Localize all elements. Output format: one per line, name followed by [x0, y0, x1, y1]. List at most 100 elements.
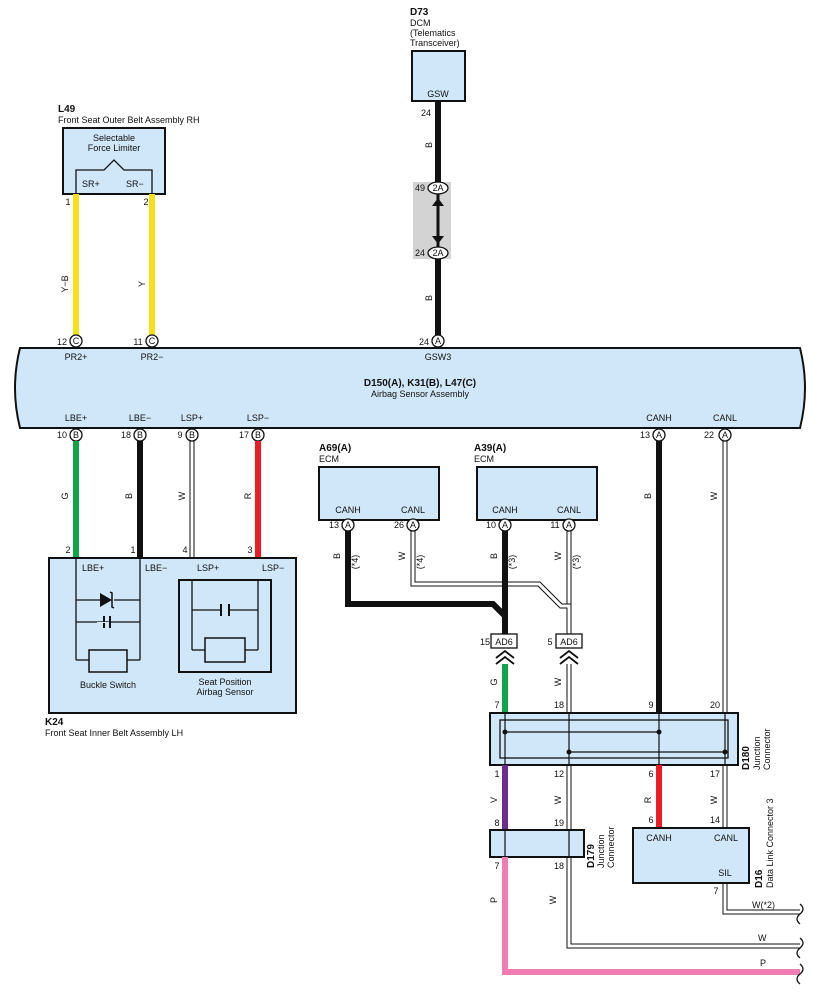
- l49-sr-plus: SR+: [82, 179, 100, 189]
- ecm2-pin-h: 10: [486, 520, 496, 530]
- ecm1-canl-wire: [410, 531, 572, 634]
- lbe-plus-label: LBE+: [65, 413, 87, 423]
- d180-r-wire-color: R: [643, 796, 653, 803]
- pr2-plus-pin: [69, 334, 83, 348]
- ad6-right-label: AD6: [560, 637, 578, 647]
- dcm-id: D73: [410, 7, 429, 18]
- k24-lbe-minus: LBE−: [145, 563, 167, 573]
- lsp-minus-pin-conn: B: [255, 430, 261, 440]
- airbag-sensor-body: [14, 347, 806, 429]
- d180-name-1: Junction: [752, 736, 762, 770]
- canh-label: CANH: [646, 413, 672, 423]
- buckle-switch-label: Buckle Switch: [80, 680, 136, 690]
- ecm2-box: [476, 466, 598, 521]
- lsp-minus-wire-color: R: [243, 492, 253, 499]
- canl-pin-num: 22: [704, 430, 714, 440]
- d179-w-out-color: W: [548, 895, 558, 904]
- ecm1-wire-l-color: W: [397, 551, 407, 560]
- d16-canh: CANH: [646, 833, 672, 843]
- d180-name-2: Connector: [762, 728, 772, 770]
- airbag-sensor-name: Airbag Sensor Assembly: [371, 389, 470, 399]
- ad6-right-chevron-icon: [559, 649, 579, 659]
- pr2-plus-wire-color: Y−B: [60, 275, 70, 292]
- gsw3-wire-color: B: [424, 295, 434, 301]
- ecm2-canh-conn: A: [502, 520, 508, 530]
- d179-pin-top: 8: [494, 818, 499, 828]
- d179-name-1: Junction: [596, 834, 606, 868]
- d180-pin-top: 20: [710, 700, 720, 710]
- output-wire-3-label: P: [760, 958, 766, 968]
- d180-w2-wire-color: W: [709, 795, 719, 804]
- d180-pin-top: 18: [554, 700, 564, 710]
- connector-2a-arrow-up-icon: [432, 198, 444, 206]
- pr2-plus-pin-num: 12: [57, 337, 67, 347]
- seat-position-circuit: [191, 580, 259, 651]
- airbag-canl-wire-color: W: [709, 491, 719, 500]
- dcm-name-line2: (Telematics: [410, 28, 456, 38]
- seat-position-label-2: Airbag Sensor: [196, 687, 253, 697]
- k24-pin-lsp-minus: 3: [247, 545, 252, 555]
- airbag-canh-wire-color: B: [643, 493, 653, 499]
- connector-2a-block: [413, 182, 451, 259]
- ad6-left-connector: [490, 633, 518, 649]
- ecm2-canh: CANH: [492, 505, 518, 515]
- d180-box: [489, 712, 739, 766]
- seat-position-sensor-box: [178, 579, 272, 673]
- airbag-sensor-id: D150(A), K31(B), L47(C): [364, 378, 476, 389]
- connector-2a-top: [427, 181, 449, 195]
- d179-pin-bottom: 18: [554, 861, 564, 871]
- wire-break-icon: [796, 903, 804, 925]
- seat-position-label-1: Seat Position: [198, 677, 251, 687]
- ecm2-wire-l-color: W: [553, 551, 563, 560]
- k24-box: [48, 557, 297, 714]
- lbe-minus-wire-color: B: [124, 493, 134, 499]
- ad6-right-connector: [555, 633, 583, 649]
- d180-pin-bottom: 17: [710, 769, 720, 779]
- ecm1-canh: CANH: [335, 505, 361, 515]
- seat-position-element: [204, 637, 246, 663]
- lbe-minus-pin-num: 18: [121, 430, 131, 440]
- pr2-minus-pin: [145, 334, 159, 348]
- d179-pin-top: 19: [554, 818, 564, 828]
- ecm1-pin-h: 13: [329, 520, 339, 530]
- l49-inner-line2: Force Limiter: [88, 143, 141, 153]
- ecm1-wire-h-note: (*4): [350, 555, 360, 570]
- ecm1-canl-pin: [406, 518, 420, 532]
- dcm-name: DCM: [410, 18, 431, 28]
- ecm2-canl-wire: [566, 531, 572, 604]
- l49-pin1: 1: [65, 197, 70, 207]
- d179-id: D179: [586, 844, 597, 868]
- buckle-switch-resistor: [88, 649, 128, 673]
- l49-sr-minus: SR−: [126, 179, 144, 189]
- wire-break-icon: [796, 937, 804, 959]
- l49-pin2: 2: [143, 197, 148, 207]
- d16-pin-canl: 14: [710, 815, 720, 825]
- ecm1-wire-l-note: (*4): [415, 555, 425, 570]
- ecm1-name: ECM: [319, 454, 339, 464]
- d16-id: D16: [754, 869, 765, 888]
- d180-pin-bottom: 12: [554, 769, 564, 779]
- ecm2-canl-conn: A: [566, 520, 572, 530]
- lbe-minus-pin-conn: B: [137, 430, 143, 440]
- k24-id: K24: [45, 717, 64, 728]
- dcm-pin: 24: [421, 108, 431, 118]
- d180-inner: [499, 719, 729, 759]
- canh-pin-conn: A: [656, 430, 662, 440]
- ecm2-pin-l: 11: [550, 520, 559, 530]
- ecm1-id: A69(A): [319, 443, 351, 454]
- connector-2a-pin-top: 49: [415, 183, 425, 193]
- ecm2-id: A39(A): [474, 443, 506, 454]
- lsp-minus-label: LSP−: [247, 413, 269, 423]
- k24-lbe-plus: LBE+: [82, 563, 104, 573]
- d180-pin-bottom: 1: [494, 769, 499, 779]
- ad6-left-chevron-icon-2: [495, 655, 515, 665]
- ecm2-name: ECM: [474, 454, 494, 464]
- l49-name: Front Seat Outer Belt Assembly RH: [58, 115, 200, 125]
- pr2-minus-wire-color: Y: [137, 281, 147, 287]
- k24-pin-lbe-minus: 1: [130, 545, 135, 555]
- d16-sil: SIL: [718, 868, 732, 878]
- d179-box: [489, 829, 585, 858]
- canl-pin: [718, 428, 732, 442]
- ecm1-canh-conn: A: [345, 520, 351, 530]
- pr2-minus-label: PR2−: [141, 352, 164, 362]
